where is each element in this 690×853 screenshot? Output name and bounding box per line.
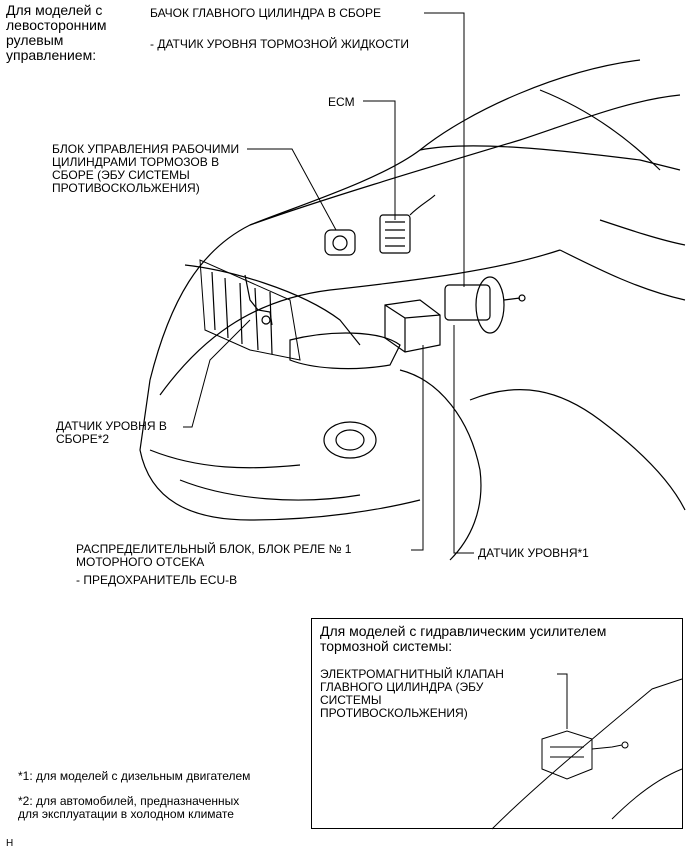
level-sensor-assy-label: ДАТЧИК УРОВНЯ В СБОРЕ*2: [56, 419, 167, 446]
leader-lines: [183, 12, 474, 554]
brake-actuator-part: [324, 229, 356, 256]
lhd-models-note: Для моделей с левосторонним рулевым упра…: [6, 2, 107, 63]
brake-actuator-label: БЛОК УПРАВЛЕНИЯ РАБОЧИМИ ЦИЛИНДРАМИ ТОРМ…: [52, 142, 240, 195]
relay-block-label: РАСПРЕДЕЛИТЕЛЬНЫЙ БЛОК, БЛОК РЕЛЕ № 1 МО…: [76, 542, 352, 569]
solenoid-valve-label: ЭЛЕКТРОМАГНИТНЫЙ КЛАПАН ГЛАВНОГО ЦИЛИНДР…: [320, 667, 504, 720]
ecm-label: ECM: [328, 95, 355, 109]
inset-drawing: [491, 673, 683, 830]
ecm-part: [379, 194, 436, 254]
car-body: [139, 59, 686, 561]
master-cylinder-part: [444, 276, 526, 334]
hydraulic-booster-inset: Для моделей с гидравлическим усилителем …: [311, 618, 683, 830]
figure-code: H: [6, 838, 14, 849]
relay-block-part: [384, 299, 441, 353]
level-sensor-part: [244, 274, 273, 326]
master-cylinder-label: БАЧОК ГЛАВНОГО ЦИЛИНДРА В СБОРЕ: [150, 6, 381, 20]
footnote-2: *2: для автомобилей, предназначенных для…: [18, 794, 240, 821]
footnote-1: *1: для моделей с дизельным двигателем: [18, 769, 251, 783]
brake-fluid-sensor-label: - ДАТЧИК УРОВНЯ ТОРМОЗНОЙ ЖИДКОСТИ: [150, 37, 409, 51]
inset-title: Для моделей с гидравлическим усилителем …: [320, 623, 607, 654]
fuse-label: - ПРЕДОХРАНИТЕЛЬ ECU-B: [76, 573, 238, 587]
level-sensor-label: ДАТЧИК УРОВНЯ*1: [478, 546, 589, 560]
